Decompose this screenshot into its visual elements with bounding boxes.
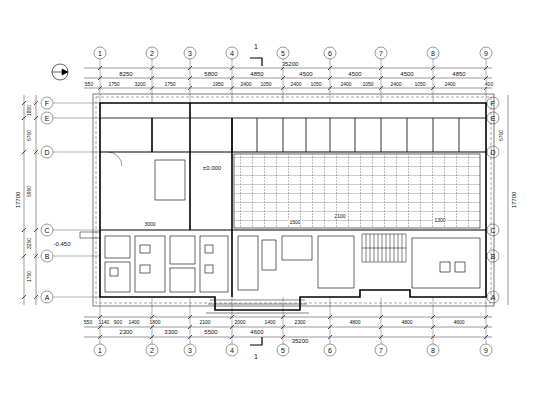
dimension: 2300 [293, 320, 306, 325]
axis-number: 2 [149, 347, 155, 354]
axis-letter: D [489, 149, 496, 156]
axis-letter: F [44, 100, 50, 107]
dimension: 5500 [203, 329, 218, 335]
dimension: 1050 [259, 82, 272, 87]
dimension: 3000 [143, 222, 156, 227]
overall-dimension: 35200 [291, 338, 310, 344]
axis-number: 9 [483, 50, 489, 57]
dimension: 1050 [309, 82, 322, 87]
dimension: 4600 [452, 320, 465, 325]
dimension: 1140 [98, 320, 111, 325]
axis-number: 1 [97, 50, 103, 57]
axis-number: 5 [280, 347, 286, 354]
axis-number: 9 [483, 347, 489, 354]
axis-number: 1 [97, 347, 103, 354]
axis-letter: D [43, 149, 50, 156]
dimension: 900 [113, 320, 123, 325]
dimension: 4600 [249, 329, 264, 335]
dimension: 4850 [249, 71, 264, 77]
section-mark: 1 [253, 353, 259, 360]
axis-number: 8 [430, 347, 436, 354]
axis-letter: A [490, 294, 497, 301]
dimension: 5800 [203, 71, 218, 77]
dimension: 3200 [133, 82, 146, 87]
dimension: 1800 [148, 320, 161, 325]
axis-number: 7 [378, 50, 384, 57]
dimension: 1050 [361, 82, 374, 87]
axis-number: 2 [149, 50, 155, 57]
overall-dimension: 35200 [281, 61, 300, 67]
overall-dimension: 17700 [511, 191, 517, 210]
axis-number: 3 [187, 347, 193, 354]
axis-letter: B [490, 253, 497, 260]
axis-number: 8 [430, 50, 436, 57]
elevation: -0.450 [52, 241, 71, 247]
dimension: 2400 [239, 82, 252, 87]
dimension: 3250 [28, 236, 33, 249]
dimension: 2000 [233, 320, 246, 325]
axis-letter: B [44, 253, 51, 260]
dimension: 8250 [118, 71, 133, 77]
dimension: 4800 [348, 320, 361, 325]
dimension: 2300 [118, 329, 133, 335]
axis-letter: C [43, 227, 50, 234]
dimension: 5700 [28, 128, 33, 141]
section-mark: 1 [253, 43, 259, 50]
dimension: 1950 [211, 82, 224, 87]
dimension: 400 [484, 82, 494, 87]
dimension: 550 [83, 320, 93, 325]
elevation: ±0.000 [202, 165, 222, 171]
dimension: 1750 [107, 82, 120, 87]
dimension: 550 [84, 82, 94, 87]
axis-letter: E [44, 115, 51, 122]
axis-number: 4 [229, 50, 235, 57]
dimension: 2100 [333, 214, 346, 219]
dimension: 4850 [451, 71, 466, 77]
dimension: 5950 [28, 184, 33, 197]
dimension: 4500 [298, 71, 313, 77]
axis-number: 5 [280, 50, 286, 57]
dimension: 1300 [433, 218, 446, 223]
dimension: 1400 [127, 320, 140, 325]
dimension: 5700 [500, 128, 505, 141]
dimension: 2400 [289, 82, 302, 87]
dimension: 1400 [263, 320, 276, 325]
axis-number: 4 [229, 347, 235, 354]
dimension: 1800 [28, 103, 33, 116]
dimension: 4800 [400, 320, 413, 325]
overall-dimension: 17700 [15, 191, 21, 210]
dimension: 2400 [339, 82, 352, 87]
axis-letter: F [490, 100, 496, 107]
dimension: 2400 [389, 82, 402, 87]
axis-number: 6 [327, 50, 333, 57]
dimension: 1750 [163, 82, 176, 87]
dimension: 1050 [413, 82, 426, 87]
axis-letter: A [44, 294, 51, 301]
axis-letter: C [489, 227, 496, 234]
axis-number: 6 [327, 347, 333, 354]
dimension: 2400 [443, 82, 456, 87]
dimension: 1500 [288, 220, 301, 225]
axis-number: 3 [187, 50, 193, 57]
axis-number: 7 [378, 347, 384, 354]
dimension: 3300 [163, 329, 178, 335]
dimension: 4500 [347, 71, 362, 77]
dimension: 2100 [198, 320, 211, 325]
dimension: 4500 [399, 71, 414, 77]
axis-letter: E [490, 115, 497, 122]
dimension: 1750 [28, 269, 33, 282]
